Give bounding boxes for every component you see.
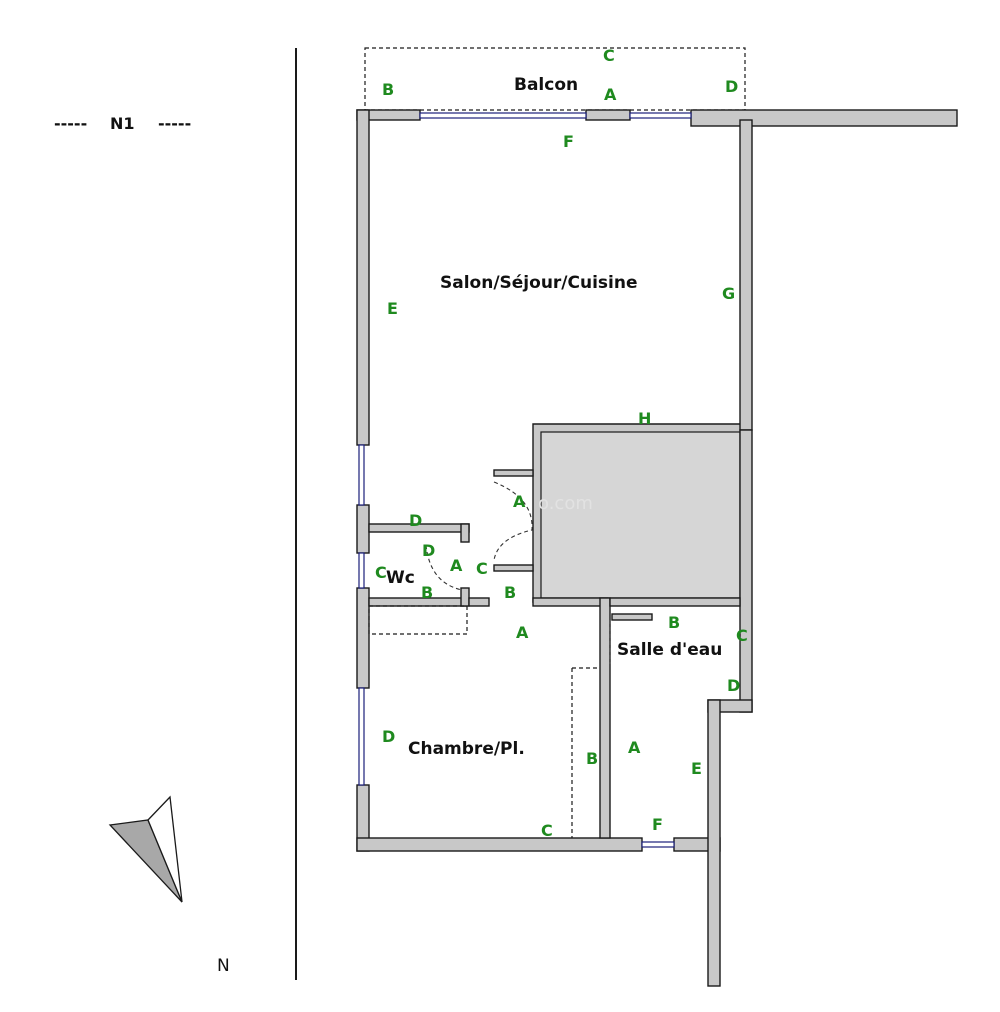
balcon-outline <box>364 47 746 111</box>
window-salon-2 <box>629 112 692 119</box>
wall-marker: B <box>504 583 516 602</box>
wall-marker: D <box>422 541 435 560</box>
wall-marker: C <box>541 821 553 840</box>
wall-marker: B <box>382 80 394 99</box>
room-label-salon: Salon/Séjour/Cuisine <box>440 273 638 293</box>
wall-marker: D <box>727 676 740 695</box>
wall-markers: C B A D F E G H A D D C A B C B A B C D … <box>375 46 748 840</box>
wall-marker: B <box>668 613 680 632</box>
wall-marker: C <box>375 563 387 582</box>
room-label-chambre: Chambre/Pl. <box>408 739 525 759</box>
room-label-wc: Wc <box>386 568 415 588</box>
level-label: N1 <box>110 114 135 133</box>
window-salon-west <box>358 444 365 506</box>
wall-marker: F <box>652 815 663 834</box>
north-label: N <box>217 956 230 976</box>
window-chambre <box>358 687 365 786</box>
wall-marker: B <box>421 583 433 602</box>
wall-marker: D <box>725 77 738 96</box>
wall-marker: A <box>628 738 641 757</box>
wall-marker: C <box>476 559 488 578</box>
level-dashes-right: ----- <box>158 114 191 133</box>
wall-marker: C <box>736 626 748 645</box>
outer-walls <box>356 109 958 987</box>
room-label-balcon: Balcon <box>514 75 578 95</box>
wall-marker: E <box>691 759 702 778</box>
window-salon-1 <box>419 112 587 119</box>
wall-marker: H <box>638 409 651 428</box>
window-wc <box>358 552 365 589</box>
wall-marker: F <box>563 132 574 151</box>
wall-marker: A <box>604 85 617 104</box>
level-dashes-left: ----- <box>54 114 87 133</box>
wall-marker: A <box>513 492 526 511</box>
window-sde <box>641 841 675 848</box>
service-block <box>540 431 741 599</box>
north-arrow-icon <box>108 795 183 903</box>
dashed-elements <box>368 481 611 838</box>
wall-marker: E <box>387 299 398 318</box>
wall-marker: D <box>382 727 395 746</box>
interior-partitions <box>368 469 741 839</box>
wall-marker: G <box>722 284 735 303</box>
wall-marker: C <box>603 46 615 65</box>
room-label-salle-eau: Salle d'eau <box>617 640 722 660</box>
windows <box>358 112 692 848</box>
watermark: o.com <box>538 493 593 514</box>
wall-marker: B <box>586 749 598 768</box>
wall-marker: A <box>516 623 529 642</box>
wall-marker: D <box>409 511 422 530</box>
wall-marker: A <box>450 556 463 575</box>
